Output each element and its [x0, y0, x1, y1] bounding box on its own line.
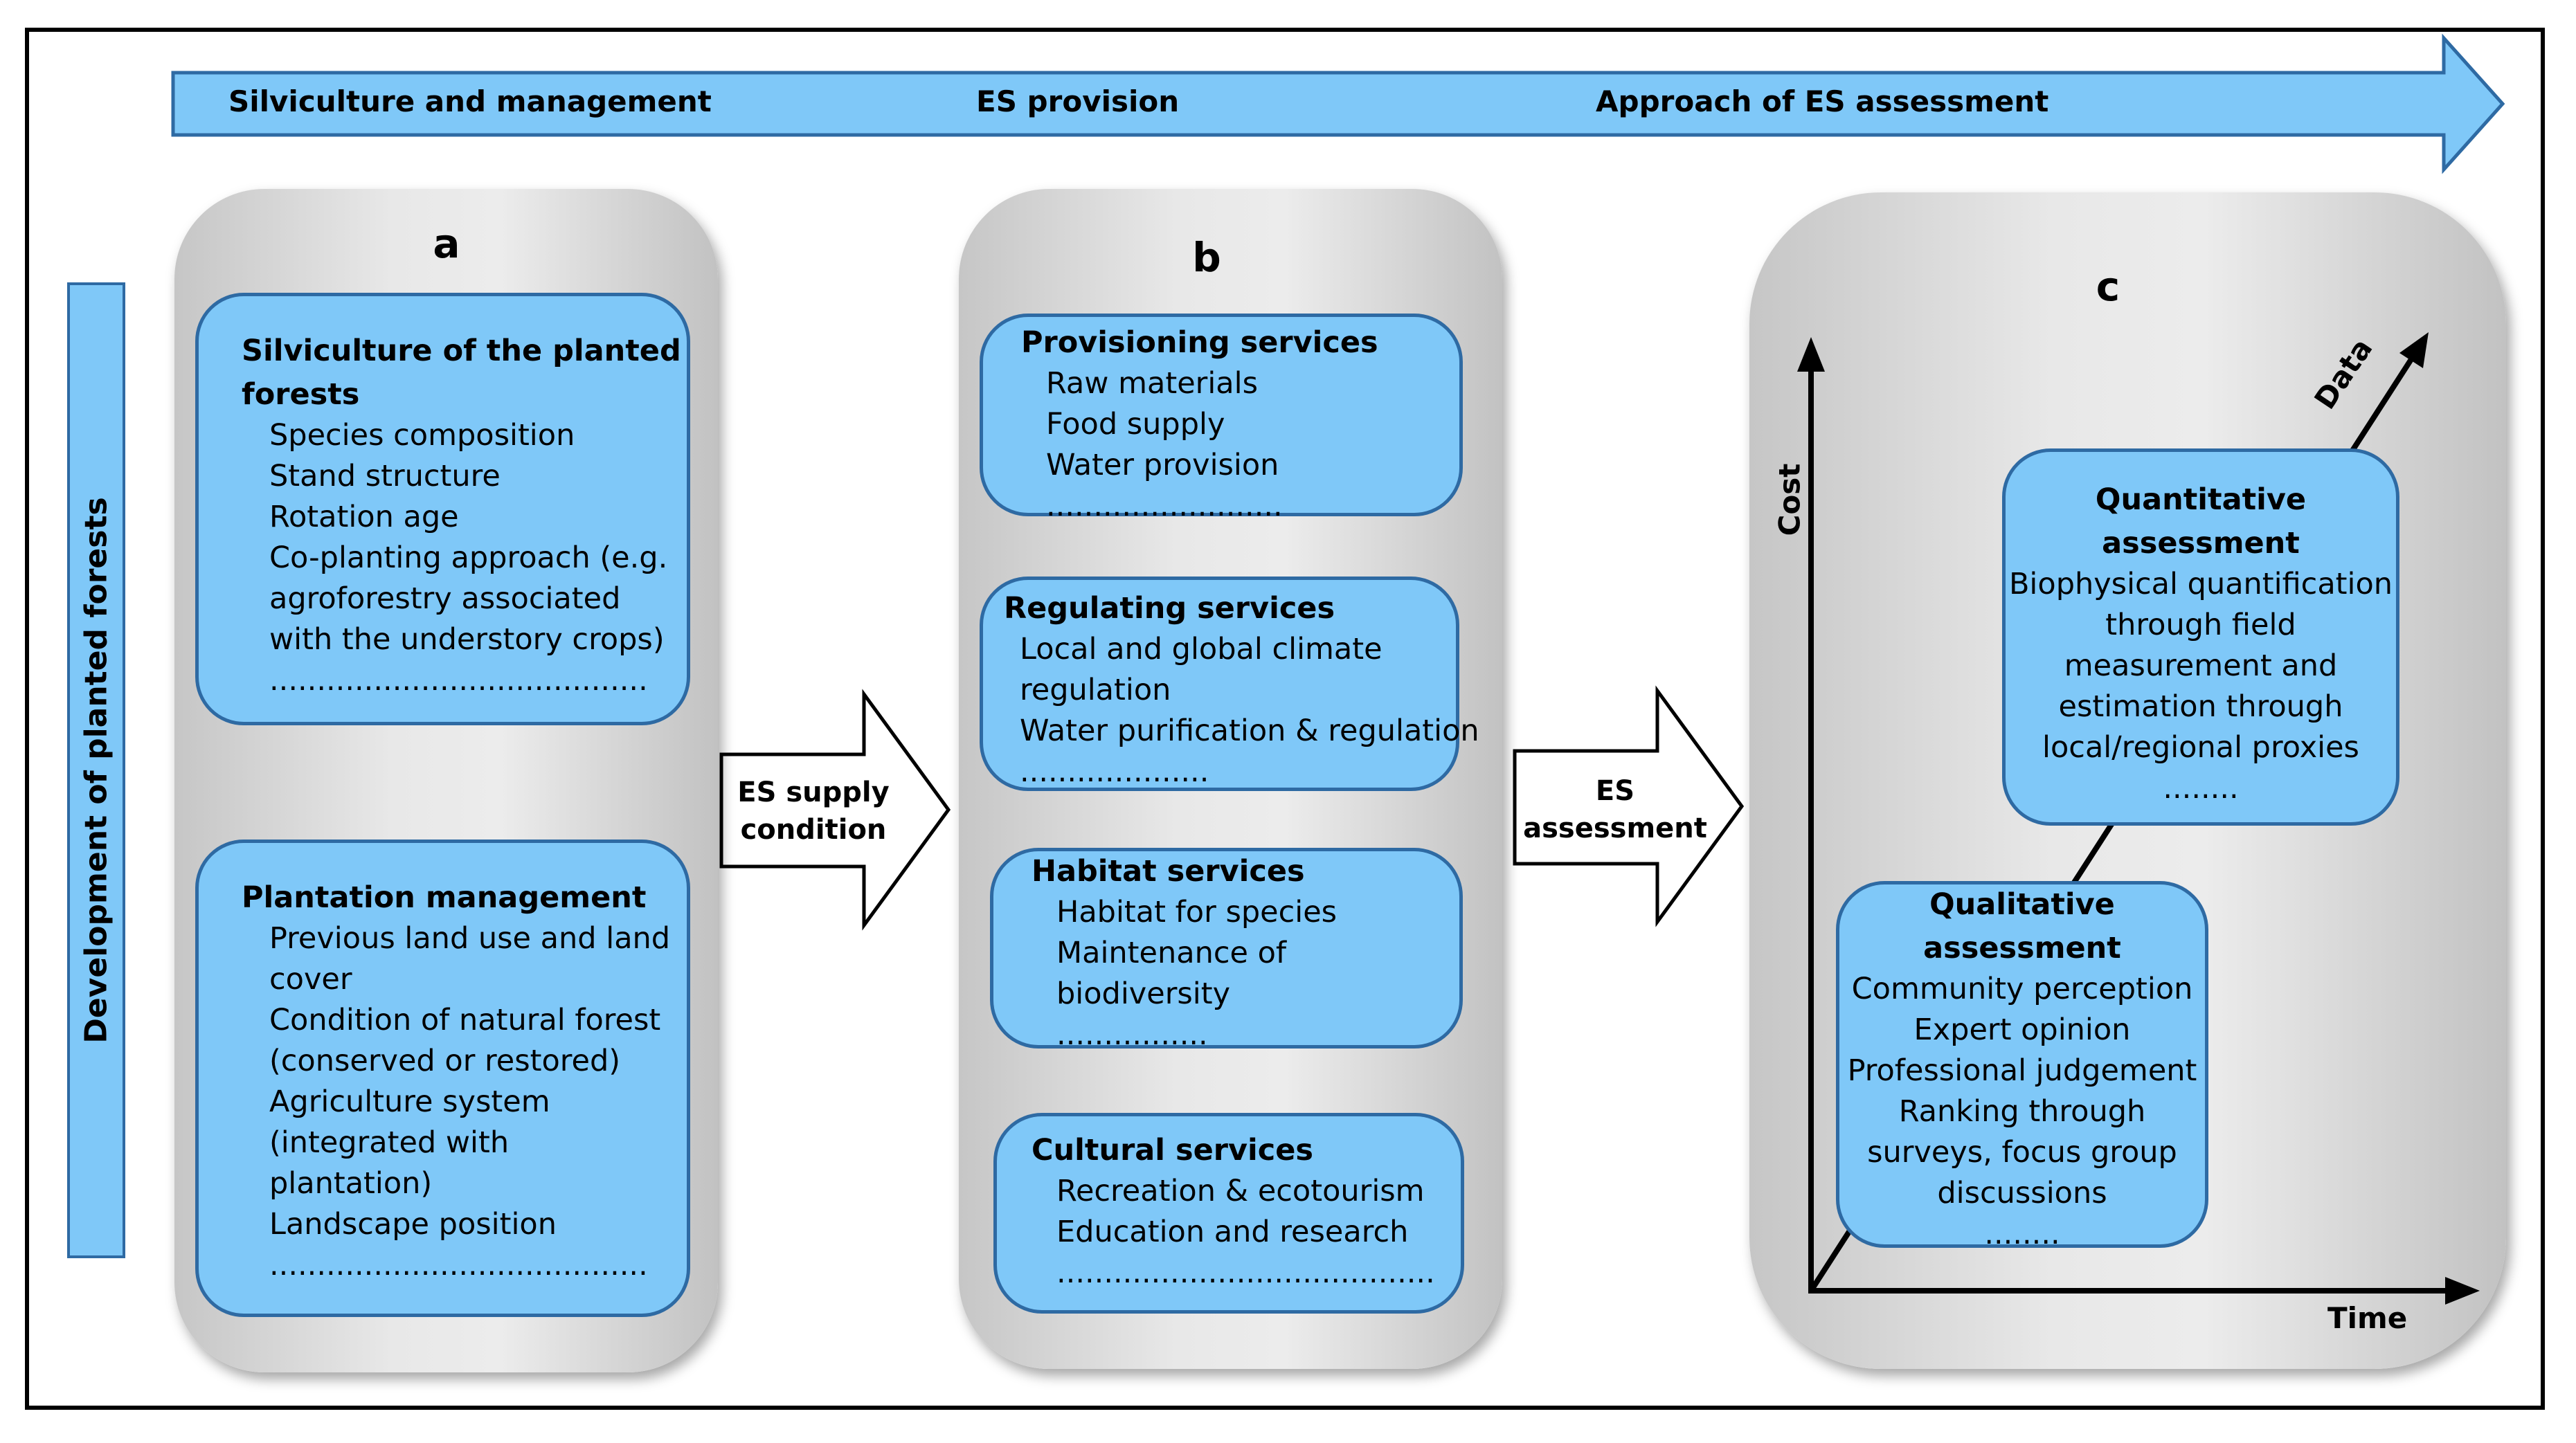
provisioning-item: Water provision — [1046, 448, 1279, 482]
provisioning-item: ......................... — [1046, 489, 1283, 523]
silviculture-item: ........................................ — [269, 663, 648, 698]
panel-b-letter: b — [1192, 234, 1221, 281]
panel-a-letter: a — [433, 220, 460, 267]
silviculture-item: Rotation age — [269, 500, 459, 534]
qualitative-item: Expert opinion — [1913, 1013, 2131, 1047]
cultural-item: Recreation & ecotourism — [1056, 1174, 1425, 1208]
side-bar — [67, 282, 125, 1258]
top-label-approach: Approach of ES assessment — [1596, 84, 2049, 118]
silviculture-item: agroforestry associated — [269, 581, 621, 616]
regulating-item: Local and global climate — [1020, 632, 1382, 666]
plantation-item: cover — [269, 962, 352, 997]
regulating-item: Water purification & regulation — [1020, 714, 1479, 748]
qualitative-item: surveys, focus group — [1867, 1135, 2177, 1170]
habitat-item: Habitat for species — [1056, 895, 1337, 929]
silviculture-title-2: forests — [242, 377, 360, 412]
plantation-item: Agriculture system — [269, 1084, 550, 1119]
habitat-item: biodiversity — [1056, 977, 1231, 1011]
arrow-es-supply — [719, 689, 951, 931]
habitat-box: Habitat services Habitat for species Mai… — [990, 848, 1463, 1052]
plantation-box: Plantation management Previous land use … — [195, 840, 690, 1317]
panel-c-letter: c — [2096, 263, 2120, 310]
arrow-es-supply-line: condition — [740, 814, 887, 846]
qualitative-item: Ranking through — [1898, 1094, 2146, 1129]
qualitative-item: Professional judgement — [1847, 1053, 2197, 1088]
regulating-item: regulation — [1020, 673, 1171, 707]
figure-frame — [25, 28, 2545, 1410]
cultural-box: Cultural services Recreation & ecotouris… — [993, 1113, 1464, 1314]
quantitative-box: Quantitative assessment Biophysical quan… — [2002, 448, 2399, 826]
arrow-es-supply-label: ES supply condition — [737, 774, 889, 848]
plantation-item: (conserved or restored) — [269, 1044, 621, 1078]
qualitative-title-1: Qualitative — [1929, 887, 2115, 922]
silviculture-item: Stand structure — [269, 459, 501, 493]
quantitative-item: ........ — [2163, 771, 2239, 806]
cultural-item: Education and research — [1056, 1215, 1409, 1249]
plantation-item: (integrated with — [269, 1125, 510, 1160]
plantation-item: Landscape position — [269, 1207, 557, 1242]
arrow-es-supply-line: ES supply — [737, 777, 890, 808]
provisioning-item: Food supply — [1046, 407, 1225, 442]
regulating-item: .................... — [1020, 754, 1209, 789]
qualitative-box: Qualitative assessment Community percept… — [1836, 881, 2208, 1251]
axis-y-label: Cost — [1772, 463, 1807, 536]
arrow-es-assessment-line: assessment — [1523, 813, 1707, 844]
plantation-item: ........................................ — [269, 1248, 648, 1282]
quantitative-item: Biophysical quantification — [2008, 567, 2393, 601]
provisioning-item: Raw materials — [1046, 366, 1258, 401]
qualitative-item: Community perception — [1851, 972, 2193, 1006]
axis-x-label: Time — [2327, 1301, 2408, 1335]
habitat-title: Habitat services — [1032, 854, 1305, 889]
regulating-title: Regulating services — [1004, 591, 1335, 626]
regulating-box: Regulating services Local and global cli… — [980, 577, 1479, 791]
arrow-es-assessment-line: ES — [1595, 775, 1635, 807]
quantitative-item: estimation through — [2058, 689, 2343, 724]
plantation-title: Plantation management — [242, 880, 647, 915]
silviculture-item: with the understory crops) — [269, 622, 665, 657]
silviculture-item: Species composition — [269, 418, 575, 453]
provisioning-title: Provisioning services — [1021, 325, 1378, 360]
qualitative-title-2: assessment — [1923, 931, 2121, 965]
top-flow-arrow — [171, 33, 2505, 174]
arrow-es-assessment-label: ES assessment — [1523, 772, 1707, 847]
silviculture-item: Co-planting approach (e.g. — [269, 541, 668, 575]
cultural-title: Cultural services — [1032, 1133, 1313, 1168]
top-label-es-provision: ES provision — [976, 84, 1180, 118]
plantation-item: Previous land use and land — [269, 921, 671, 956]
provisioning-box: Provisioning services Raw materials Food… — [980, 314, 1463, 523]
plantation-item: plantation) — [269, 1166, 433, 1201]
qualitative-item: ........ — [1984, 1217, 2060, 1251]
quantitative-item: through field — [2105, 608, 2296, 642]
quantitative-title-2: assessment — [2102, 526, 2300, 561]
qualitative-item: discussions — [1937, 1176, 2107, 1210]
plantation-item: Condition of natural forest — [269, 1003, 661, 1037]
habitat-item: Maintenance of — [1056, 936, 1287, 970]
habitat-item: ................ — [1056, 1017, 1208, 1052]
cultural-item: ........................................ — [1056, 1255, 1435, 1290]
silviculture-box: Silviculture of the planted forests Spec… — [195, 293, 690, 725]
top-label-silviculture: Silviculture and management — [228, 84, 712, 118]
quantitative-title-1: Quantitative — [2095, 482, 2307, 517]
silviculture-title-1: Silviculture of the planted — [242, 334, 681, 368]
arrow-es-assessment — [1513, 685, 1745, 927]
quantitative-item: measurement and — [2064, 648, 2338, 683]
quantitative-item: local/regional proxies — [2042, 730, 2359, 765]
